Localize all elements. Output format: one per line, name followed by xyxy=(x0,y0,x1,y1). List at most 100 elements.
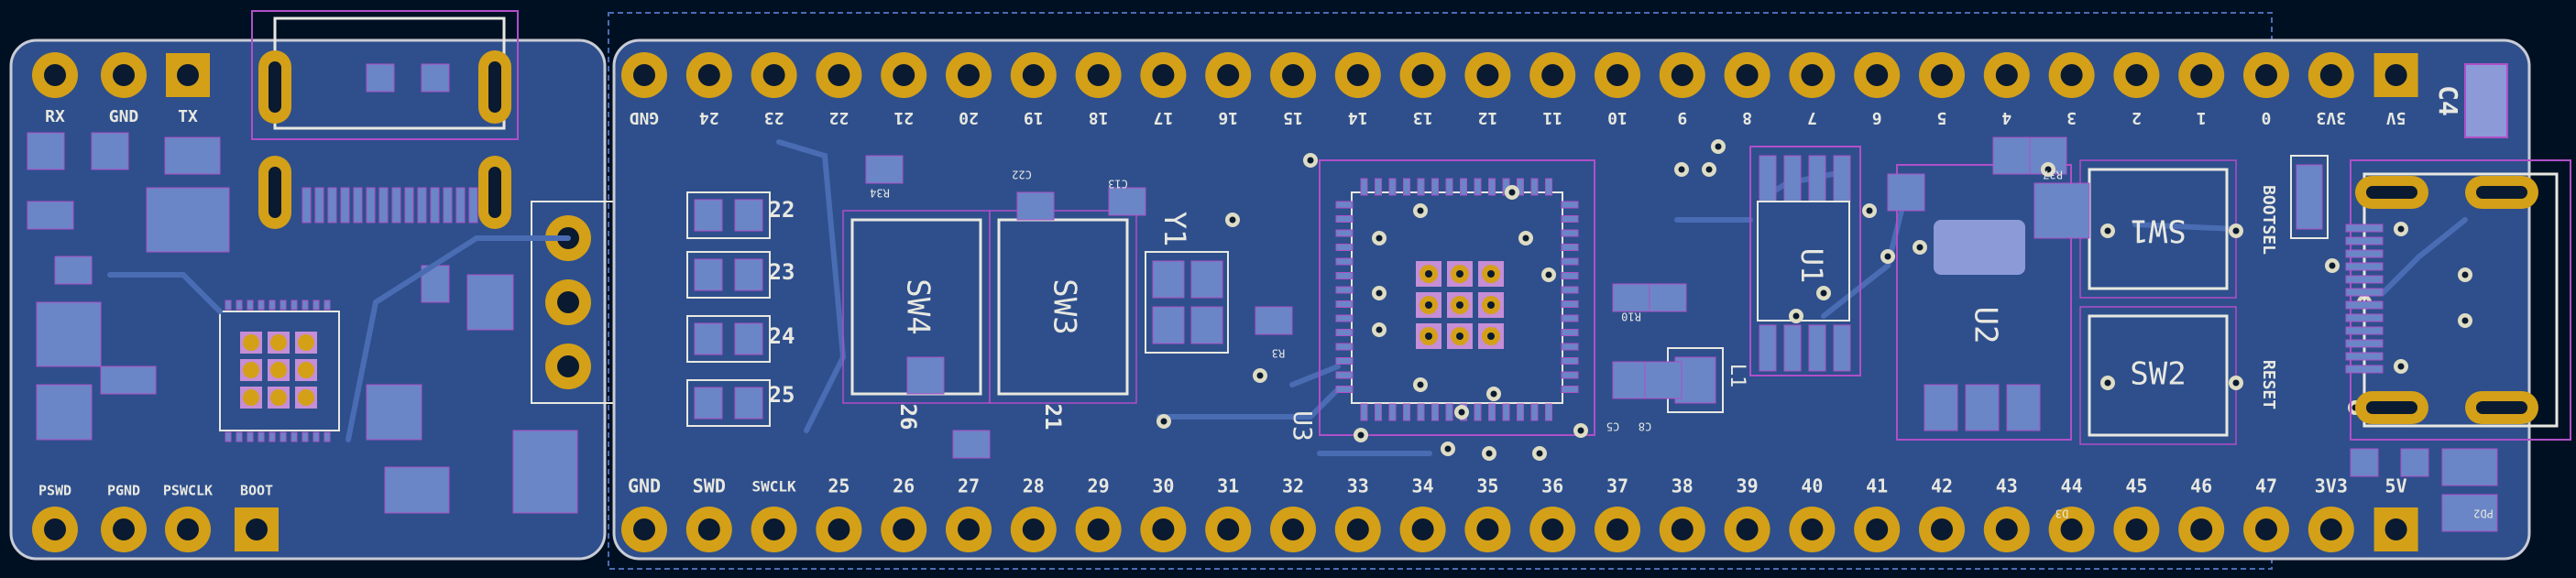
u3-courtyard xyxy=(1319,159,1595,436)
pad-drill xyxy=(2319,518,2342,540)
pad-drill xyxy=(1282,518,1304,540)
left-smd xyxy=(421,63,450,93)
pad-drill xyxy=(1217,64,1240,86)
usbc-contact-pad xyxy=(2345,288,2384,297)
main-smd xyxy=(1992,136,2031,175)
u3-thermal-drill xyxy=(1456,333,1463,340)
u3-pin xyxy=(1388,403,1397,421)
top-pin-19 xyxy=(1010,52,1057,98)
small-switch-pad xyxy=(734,322,763,355)
u3-pin xyxy=(1360,403,1368,421)
small-switch-outline xyxy=(686,191,771,239)
pad-drill xyxy=(2384,518,2407,540)
via-drill xyxy=(1508,189,1516,196)
bottom-pin-3V3 xyxy=(2307,507,2354,552)
usbc-contact-pad xyxy=(2345,275,2384,284)
u3-thermal-drill xyxy=(1487,333,1495,340)
top-pin-label: 24 xyxy=(699,108,719,127)
track xyxy=(1289,364,1341,387)
top-pin-12 xyxy=(1464,52,1511,98)
usbc-shell-drill xyxy=(2366,186,2417,199)
left-qfn-pin xyxy=(225,300,232,311)
pad-drill xyxy=(177,518,199,540)
bottom-pin-28 xyxy=(1010,507,1057,552)
bottom-pin-30 xyxy=(1140,507,1187,552)
left-qfn-via xyxy=(270,362,287,378)
pad-drill xyxy=(2125,518,2148,540)
u3-pin xyxy=(1431,178,1439,196)
pad-drill xyxy=(1736,64,1759,86)
u3-pin xyxy=(1403,178,1410,196)
small-switch-pad xyxy=(694,387,723,420)
via-drill xyxy=(1458,409,1465,416)
u3-pin xyxy=(1561,201,1579,209)
left-qfn-pin xyxy=(236,300,243,311)
bottom-pin-label: 38 xyxy=(1672,475,1694,497)
main-smd xyxy=(2033,182,2090,239)
main-smd xyxy=(1887,173,1925,212)
switch-num: 21 xyxy=(1040,404,1066,431)
main-smd xyxy=(1255,306,1293,335)
left-qfn-pin xyxy=(312,431,320,442)
usbc-contact-pad xyxy=(2345,352,2384,361)
bottom-pin-45 xyxy=(2113,507,2160,552)
pad-drill xyxy=(1346,518,1369,540)
pad-drill xyxy=(1541,64,1564,86)
bottom-pin-34 xyxy=(1399,507,1446,552)
usb-shell-drill xyxy=(269,167,281,218)
usb-contact-pad xyxy=(366,187,376,224)
top-pin-23 xyxy=(751,52,797,98)
crystal-pad xyxy=(1152,306,1185,344)
pad-drill xyxy=(2384,64,2407,86)
u3-pin xyxy=(1335,357,1354,365)
usbc-contact-pad xyxy=(2345,326,2384,335)
pad-drill xyxy=(893,64,915,86)
bottom-pin-29 xyxy=(1075,507,1122,552)
left-qfn-pin xyxy=(258,431,265,442)
small-switch-pad xyxy=(694,322,723,355)
u2-pin xyxy=(2006,384,2041,431)
bottom-pin-46 xyxy=(2178,507,2225,552)
via-drill xyxy=(2104,227,2111,234)
track xyxy=(776,139,847,433)
via-drill xyxy=(1705,166,1713,173)
usbc-shell-drill xyxy=(2366,401,2417,414)
top-pin-9 xyxy=(1659,52,1705,98)
u3-pin xyxy=(1561,257,1579,266)
bottom-pin-label: 3V3 xyxy=(2315,475,2348,497)
top-pin-21 xyxy=(881,52,927,98)
switch-sw2-label: SW2 xyxy=(2130,356,2186,393)
pad-drill xyxy=(958,64,980,86)
bottom-pin-label: GND xyxy=(628,475,661,497)
main-smd xyxy=(2400,448,2429,477)
main-smd xyxy=(1108,187,1146,216)
left-smd xyxy=(54,256,93,285)
left-smd xyxy=(366,63,395,93)
u3-pin xyxy=(1335,286,1354,294)
u2-pin xyxy=(1965,384,2000,431)
top-pin-label: 16 xyxy=(1218,108,1238,127)
left-top-pin-label: TX xyxy=(178,107,198,126)
debug-header-pin xyxy=(545,344,591,389)
main-smd xyxy=(2350,448,2379,477)
u1-pin xyxy=(1783,155,1802,202)
bottom-pin-label: SWCLK xyxy=(752,478,797,496)
u3-thermal-drill xyxy=(1487,270,1495,278)
bottom-pin-label: 35 xyxy=(1476,475,1498,497)
usb-contact-pad xyxy=(327,187,337,224)
pad-drill xyxy=(2060,518,2083,540)
u3-pin xyxy=(1431,403,1439,421)
usbc-contact-pad xyxy=(2345,236,2384,245)
top-pin-3V3 xyxy=(2307,52,2354,98)
u3-pin xyxy=(1561,300,1579,308)
pad-drill xyxy=(1995,518,2018,540)
left-bottom-pin-PSWD xyxy=(32,507,78,552)
pad-drill xyxy=(2319,64,2342,86)
left-top-pin-GND xyxy=(101,52,147,98)
switch-num: 26 xyxy=(895,404,921,431)
top-pin-label: 13 xyxy=(1413,108,1433,127)
u3-pin xyxy=(1417,178,1425,196)
bottom-pin-40 xyxy=(1789,507,1836,552)
left-qfn-pin xyxy=(258,300,265,311)
